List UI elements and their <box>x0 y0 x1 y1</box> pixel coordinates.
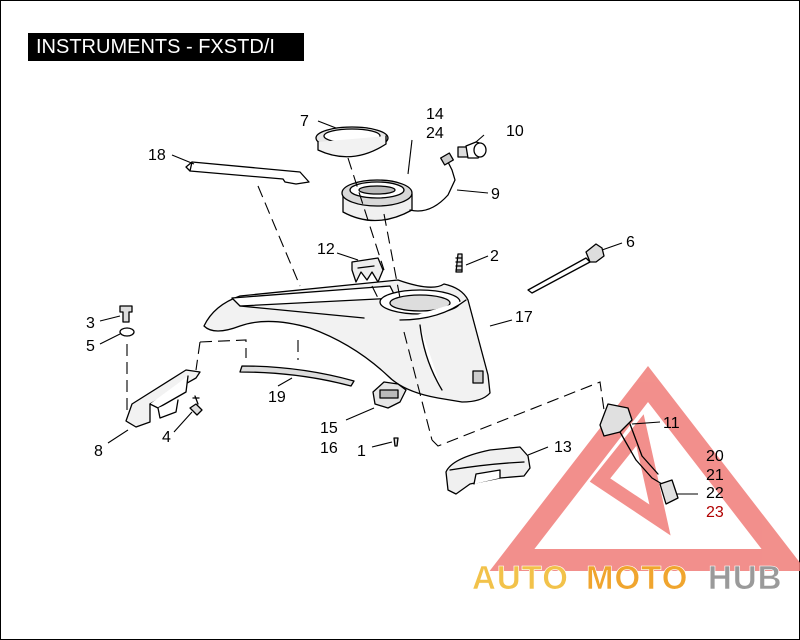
callout-14: 14 <box>426 106 444 123</box>
callout-9: 9 <box>491 186 500 203</box>
watermark-moto: MOTO <box>586 559 688 596</box>
screw-part-1 <box>393 437 399 447</box>
watermark-hub: HUB <box>708 559 783 596</box>
callout-15: 15 <box>320 420 338 437</box>
callout-10: 10 <box>506 123 524 140</box>
cable-strap-part-6 <box>527 243 605 294</box>
speedometer-part-14 <box>341 179 413 222</box>
bulb-part-10 <box>457 141 487 159</box>
watermark-triangle <box>489 366 800 571</box>
page-title: INSTRUMENTS - FXSTD/I <box>28 33 304 61</box>
callout-18: 18 <box>148 147 166 164</box>
gasket-strip-part-19 <box>239 365 355 387</box>
callout-labels: 7 14 24 10 9 18 12 2 6 17 3 5 19 8 4 15 … <box>86 106 724 521</box>
callout-20: 20 <box>706 448 724 465</box>
assembly-lines <box>126 157 605 447</box>
switch-part-15 <box>372 381 407 409</box>
bracket-part-8 <box>125 369 201 428</box>
callout-16: 16 <box>320 440 338 457</box>
callout-13: 13 <box>554 439 572 456</box>
watermark-auto: AUTO <box>472 559 569 596</box>
harness-part-11 <box>599 403 679 505</box>
callout-8: 8 <box>94 443 103 460</box>
leader-lines <box>99 120 698 495</box>
callout-5: 5 <box>86 338 95 355</box>
watermark-logo: AUTO MOTO HUB <box>472 559 783 597</box>
lower-cover-part-13 <box>445 446 531 495</box>
callout-11: 11 <box>663 415 680 432</box>
trim-strip-part-18 <box>185 161 310 185</box>
screw-part-2 <box>455 253 463 273</box>
callout-23: 23 <box>706 504 724 521</box>
callout-2: 2 <box>490 248 499 265</box>
washer-part-5 <box>119 327 135 337</box>
callout-4: 4 <box>162 429 171 446</box>
callout-12: 12 <box>317 241 335 258</box>
clip-part-12 <box>351 257 384 283</box>
callout-21: 21 <box>706 467 724 484</box>
callout-17: 17 <box>515 309 533 326</box>
harness-cable-part-9 <box>409 157 456 212</box>
console-housing-part-17 <box>203 279 491 403</box>
bezel-ring-part-7 <box>315 126 389 158</box>
callout-24: 24 <box>426 125 444 142</box>
callout-22: 22 <box>706 485 724 502</box>
callout-7: 7 <box>300 113 309 130</box>
callout-6: 6 <box>626 234 635 251</box>
callout-3: 3 <box>86 315 95 332</box>
screw-part-4 <box>189 395 203 416</box>
callout-19: 19 <box>268 389 286 406</box>
callout-1: 1 <box>357 443 366 460</box>
bolt-part-3 <box>119 305 133 323</box>
